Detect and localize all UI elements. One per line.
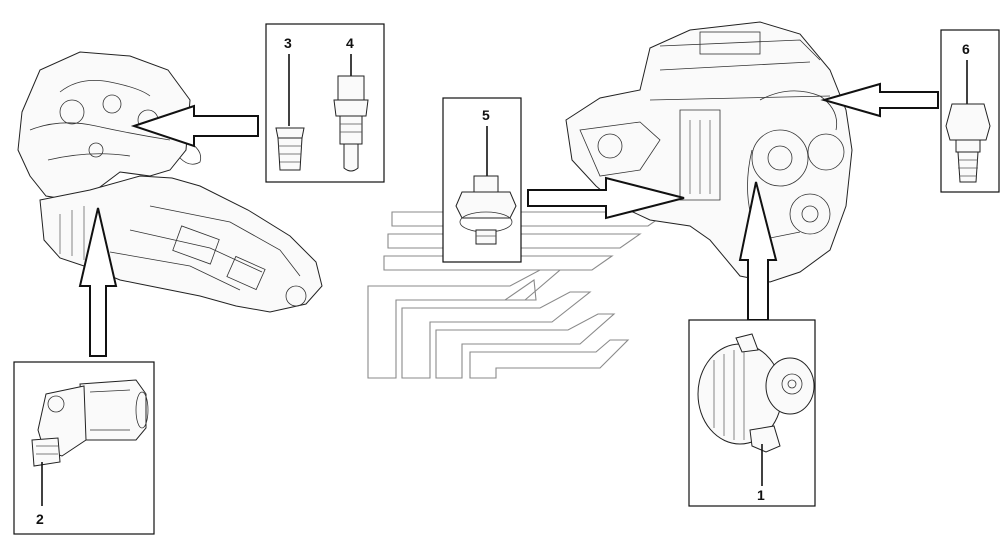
starter-motor-icon	[31, 379, 149, 467]
callout-1: 1	[757, 487, 765, 503]
plug-sensor-icon	[275, 127, 305, 171]
callout-4: 4	[346, 35, 354, 51]
callout-3: 3	[284, 35, 292, 51]
brand-watermark-logo	[367, 211, 670, 379]
pressure-switch-icon	[455, 175, 517, 245]
temperature-sensor-icon	[333, 75, 369, 172]
callout-6: 6	[962, 41, 970, 57]
starter-box: 2	[13, 361, 155, 535]
arrow-to-sensors-box	[130, 104, 259, 148]
sender-box: 6	[940, 29, 1000, 193]
pressure-switch-box: 5	[442, 97, 522, 263]
sender-unit-icon	[945, 103, 991, 183]
alternator-box: 1	[688, 319, 816, 507]
callout-2: 2	[36, 511, 44, 527]
arrow-from-sender-box	[820, 82, 939, 118]
arrow-from-starter-box	[78, 207, 118, 357]
alternator-icon	[697, 333, 815, 453]
callout-5: 5	[482, 107, 490, 123]
sensors-box-3-4: 3 4	[265, 23, 385, 183]
engine-assembly-icon	[565, 21, 853, 283]
arrow-to-engine-from-switch	[527, 176, 685, 220]
